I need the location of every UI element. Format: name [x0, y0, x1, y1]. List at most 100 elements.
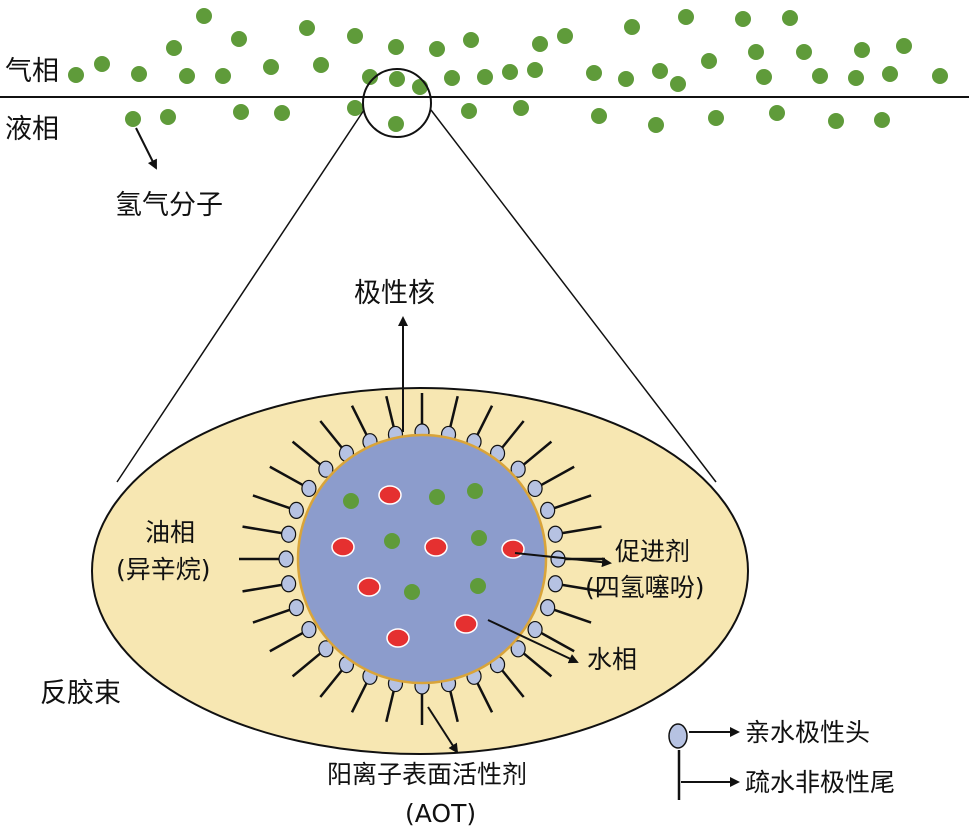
- hydrogen-molecule: [708, 110, 724, 126]
- hydrogen-molecule: [882, 66, 898, 82]
- hydrogen-molecule: [388, 39, 404, 55]
- hydrogen-molecule: [467, 483, 483, 499]
- hydrogen-molecule: [179, 68, 195, 84]
- liquid-phase-label: 液相: [5, 114, 59, 145]
- surfactant-head: [301, 479, 317, 498]
- gas-phase-label: 气相: [5, 56, 59, 87]
- surfactant-head: [318, 460, 334, 478]
- hydrogen-molecule: [444, 70, 460, 86]
- hydrogen-molecule: [652, 63, 668, 79]
- oil-phase-label: 油相: [145, 518, 195, 547]
- hydrogen-molecule: [513, 100, 529, 116]
- hydrogen-molecule: [362, 69, 378, 85]
- legend: 亲水极性头 疏水非极性尾: [668, 718, 895, 800]
- hydrogen-molecule: [756, 69, 772, 85]
- surfactant-head: [301, 620, 317, 639]
- promoter-molecule: [424, 537, 448, 557]
- promoter-sublabel: (四氢噻吩): [585, 573, 705, 602]
- hydrogen-molecule: [527, 62, 543, 78]
- hydrogen-molecule: [812, 68, 828, 84]
- hydrogen-molecule: [131, 66, 147, 82]
- hydrogen-molecule: [748, 44, 764, 60]
- hydrogen-molecule: [624, 19, 640, 35]
- surfactant-head: [527, 620, 543, 639]
- surfactant-head: [281, 575, 297, 593]
- surfactant-head: [510, 640, 526, 658]
- hydrogen-molecules: [68, 8, 948, 133]
- surfactant-label: 阳离子表面活性剂: [327, 760, 527, 789]
- hydrogen-molecule: [389, 71, 405, 87]
- hydrogen-molecule: [670, 76, 686, 92]
- core-contents: [331, 483, 525, 648]
- hydrogen-arrow: [135, 127, 157, 170]
- hydrogen-molecule: [854, 42, 870, 58]
- surfactant-sublabel: (AOT): [405, 799, 476, 828]
- hydrogen-molecule: [347, 28, 363, 44]
- hydrogen-molecule: [591, 108, 607, 124]
- hydrogen-molecule: [215, 68, 231, 84]
- hydrogen-molecule: [701, 53, 717, 69]
- hydrogen-molecule: [347, 100, 363, 116]
- hydrogen-molecule: [263, 59, 279, 75]
- hydrogen-molecule: [196, 8, 212, 24]
- hydrogen-molecule: [477, 69, 493, 85]
- hydrogen-molecule: [769, 105, 785, 121]
- reverse-micelle-label: 反胶束: [40, 678, 121, 709]
- promoter-molecule: [378, 485, 402, 505]
- hydrogen-molecule: [648, 117, 664, 133]
- hydrogen-molecule: [796, 44, 812, 60]
- surfactant-head: [288, 599, 304, 617]
- hydrogen-molecule: [160, 109, 176, 125]
- promoter-molecule: [386, 628, 410, 648]
- hydrogen-molecule: [848, 70, 864, 86]
- hydrogen-molecule: [461, 103, 477, 119]
- hydrogen-molecule: [463, 32, 479, 48]
- hydrogen-molecule: [404, 584, 420, 600]
- surfactant-tail: [555, 525, 602, 536]
- hydrogen-molecule: [471, 530, 487, 546]
- hydrogen-molecule-label: 氢气分子: [115, 190, 223, 221]
- legend-head-label: 亲水极性头: [745, 718, 870, 747]
- surfactant-head: [318, 640, 334, 658]
- water-core: [296, 433, 548, 685]
- surfactant-tail: [555, 582, 602, 593]
- promoter-molecule: [331, 537, 355, 557]
- hydrogen-molecule: [68, 67, 84, 83]
- hydrogen-molecule: [932, 68, 948, 84]
- hydrogen-molecule: [678, 9, 694, 25]
- hydrogen-molecule: [470, 578, 486, 594]
- hydrogen-molecule: [735, 11, 751, 27]
- promoter-label: 促进剂: [615, 537, 690, 566]
- hydrogen-molecule: [618, 71, 634, 87]
- hydrogen-molecule: [233, 104, 249, 120]
- hydrogen-molecule: [557, 28, 573, 44]
- surfactant-head: [547, 525, 563, 543]
- promoter-molecule: [357, 577, 381, 597]
- legend-tail-label: 疏水非极性尾: [745, 768, 895, 797]
- surfactant-head: [281, 525, 297, 543]
- surfactant-head: [527, 479, 543, 498]
- hydrogen-molecule: [384, 533, 400, 549]
- hydrogen-molecule: [429, 41, 445, 57]
- water-phase-arrow: [487, 619, 579, 664]
- surfactant-arrow: [427, 706, 459, 754]
- hydrogen-molecule: [231, 31, 247, 47]
- hydrogen-molecule: [532, 36, 548, 52]
- surfactant-tail: [242, 582, 289, 593]
- surfactant-head: [540, 599, 556, 617]
- water-phase-label: 水相: [587, 645, 637, 674]
- promoter-arrow: [514, 552, 612, 568]
- zoom-circle: [362, 68, 432, 138]
- hydrogen-molecule: [828, 113, 844, 129]
- hydrogen-molecule: [782, 10, 798, 26]
- hydrogen-molecule: [388, 116, 404, 132]
- surfactant-head: [288, 501, 304, 519]
- hydrogen-molecule: [313, 57, 329, 73]
- promoter-molecule: [454, 614, 478, 634]
- hydrogen-molecule: [343, 493, 359, 509]
- zoom-line-left: [116, 109, 365, 483]
- hydrogen-molecule: [429, 489, 445, 505]
- promoter-molecule: [501, 539, 525, 559]
- zoom-line-right: [430, 109, 717, 483]
